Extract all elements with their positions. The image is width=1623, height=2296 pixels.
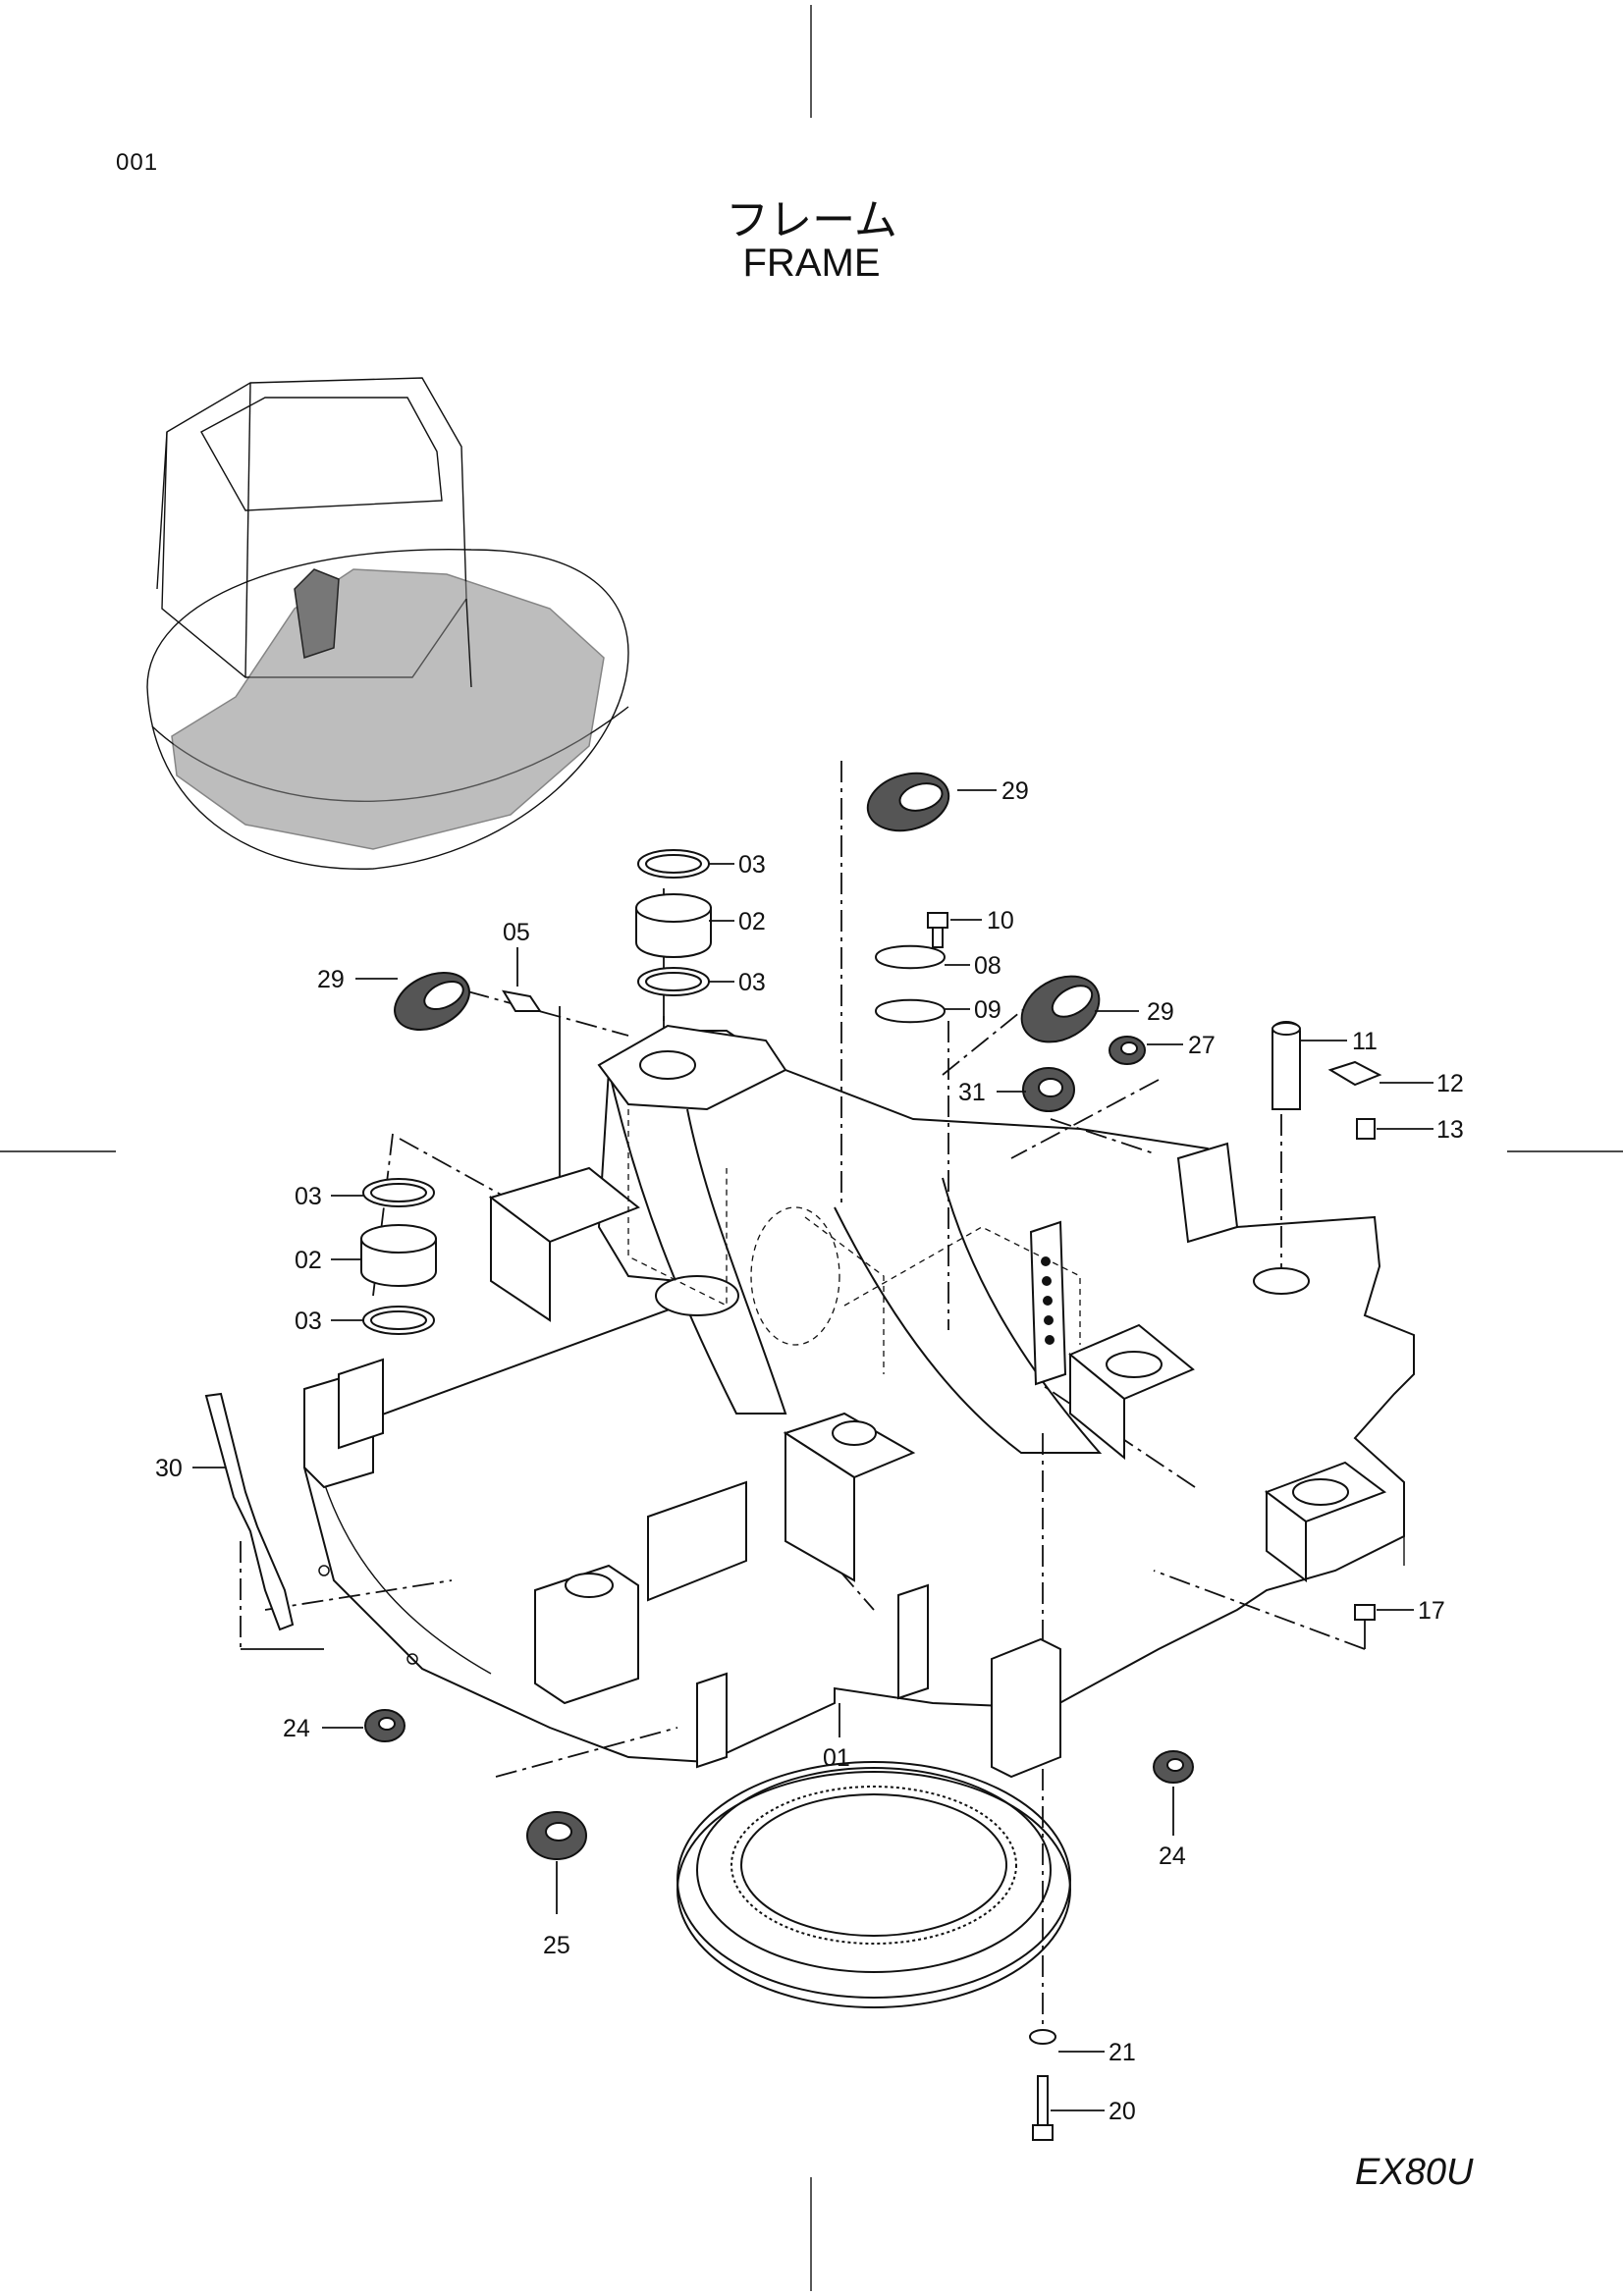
callout-03: 03 xyxy=(295,1183,322,1210)
callout-03: 03 xyxy=(738,851,766,879)
callout-17: 17 xyxy=(1418,1597,1445,1625)
callout-10: 10 xyxy=(987,907,1014,934)
callout-11: 11 xyxy=(1352,1028,1378,1055)
upperstructure-frame xyxy=(303,1024,1415,1779)
page-title-english: FRAME xyxy=(742,241,881,285)
callout-30: 30 xyxy=(155,1455,183,1482)
callout-12: 12 xyxy=(1436,1070,1464,1097)
part-bushings xyxy=(360,849,712,1335)
machine-overview-illustration xyxy=(146,377,629,870)
callout-01: 01 xyxy=(823,1744,850,1772)
part-glands xyxy=(364,772,1194,1860)
callout-labels: 29 03 02 03 10 08 09 29 27 11 12 13 05 2… xyxy=(155,777,1464,2125)
page-number: 001 xyxy=(116,149,159,176)
callout-09: 09 xyxy=(974,996,1001,1024)
callout-03: 03 xyxy=(738,969,766,996)
part-hardware xyxy=(204,912,1382,2141)
callout-24: 24 xyxy=(1159,1842,1186,1870)
callout-02: 02 xyxy=(738,908,766,935)
callout-02: 02 xyxy=(295,1247,322,1274)
callout-29: 29 xyxy=(1001,777,1029,805)
callout-31: 31 xyxy=(958,1079,986,1106)
callout-27: 27 xyxy=(1188,1032,1216,1059)
callout-20: 20 xyxy=(1109,2098,1136,2125)
callout-05: 05 xyxy=(503,919,530,946)
callout-13: 13 xyxy=(1436,1116,1464,1144)
registration-marks xyxy=(0,5,1623,2291)
callout-08: 08 xyxy=(974,952,1001,980)
swing-bearing xyxy=(676,1761,1071,2008)
callout-29: 29 xyxy=(1147,998,1174,1026)
callout-21: 21 xyxy=(1109,2039,1136,2066)
page-title-japanese: フレーム xyxy=(726,195,897,245)
callout-24: 24 xyxy=(283,1715,310,1742)
leader-lines xyxy=(240,761,1366,2037)
callout-03: 03 xyxy=(295,1308,322,1335)
callout-25: 25 xyxy=(543,1932,570,1959)
callout-29: 29 xyxy=(317,966,345,993)
model-designation: EX80U xyxy=(1355,2152,1474,2193)
